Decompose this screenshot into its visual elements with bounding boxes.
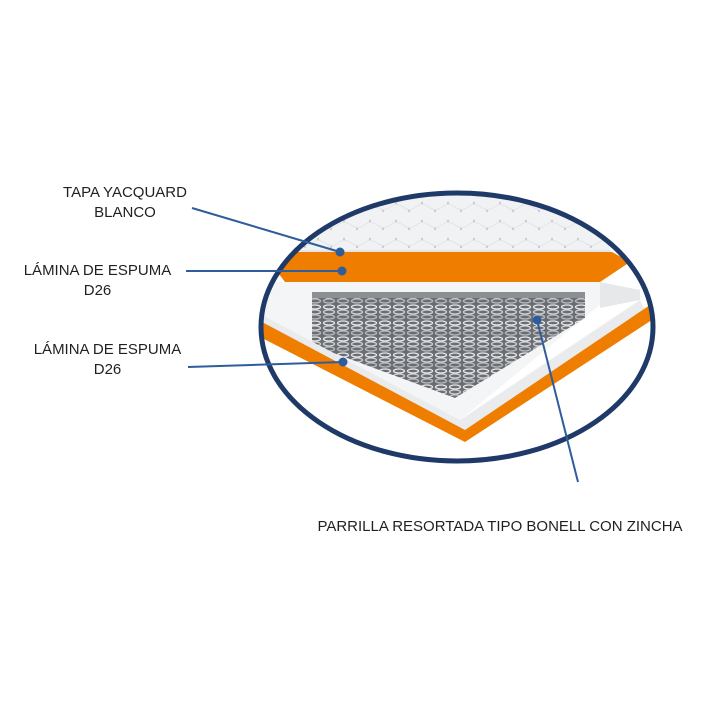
label-tapa-line2: BLANCO: [94, 204, 156, 221]
label-lamina-top-line2: D26: [83, 282, 112, 299]
label-lamina-top: LÁMINA DE ESPUMA D26: [10, 261, 185, 301]
pointer-lines: [186, 207, 579, 483]
label-parrilla: PARRILLA RESORTADA TIPO BONELL CON ZINCH…: [290, 517, 710, 537]
label-lamina-bottom-line2: D26: [93, 361, 122, 378]
top-foam-layer: [270, 252, 630, 282]
label-lamina-top-line1: LÁMINA DE ESPUMA: [23, 262, 172, 279]
label-tapa-yacquard: TAPA YACQUARD BLANCO: [40, 183, 210, 223]
label-tapa-line1: TAPA YACQUARD: [63, 184, 187, 201]
bottom-foam-layer: [262, 305, 653, 442]
label-lamina-bottom-line1: LÁMINA DE ESPUMA: [33, 341, 182, 358]
pointer-lamina-bottom: [187, 361, 344, 368]
pointer-parrilla: [536, 319, 579, 483]
zoom-ring: [258, 190, 656, 464]
label-parrilla-line1: PARRILLA RESORTADA TIPO BONELL CON ZINCH…: [317, 518, 683, 535]
mattress-cutaway: [261, 193, 653, 461]
pointer-tapa: [191, 207, 341, 253]
spring-unit: [312, 292, 585, 398]
label-lamina-bottom: LÁMINA DE ESPUMA D26: [20, 340, 195, 380]
